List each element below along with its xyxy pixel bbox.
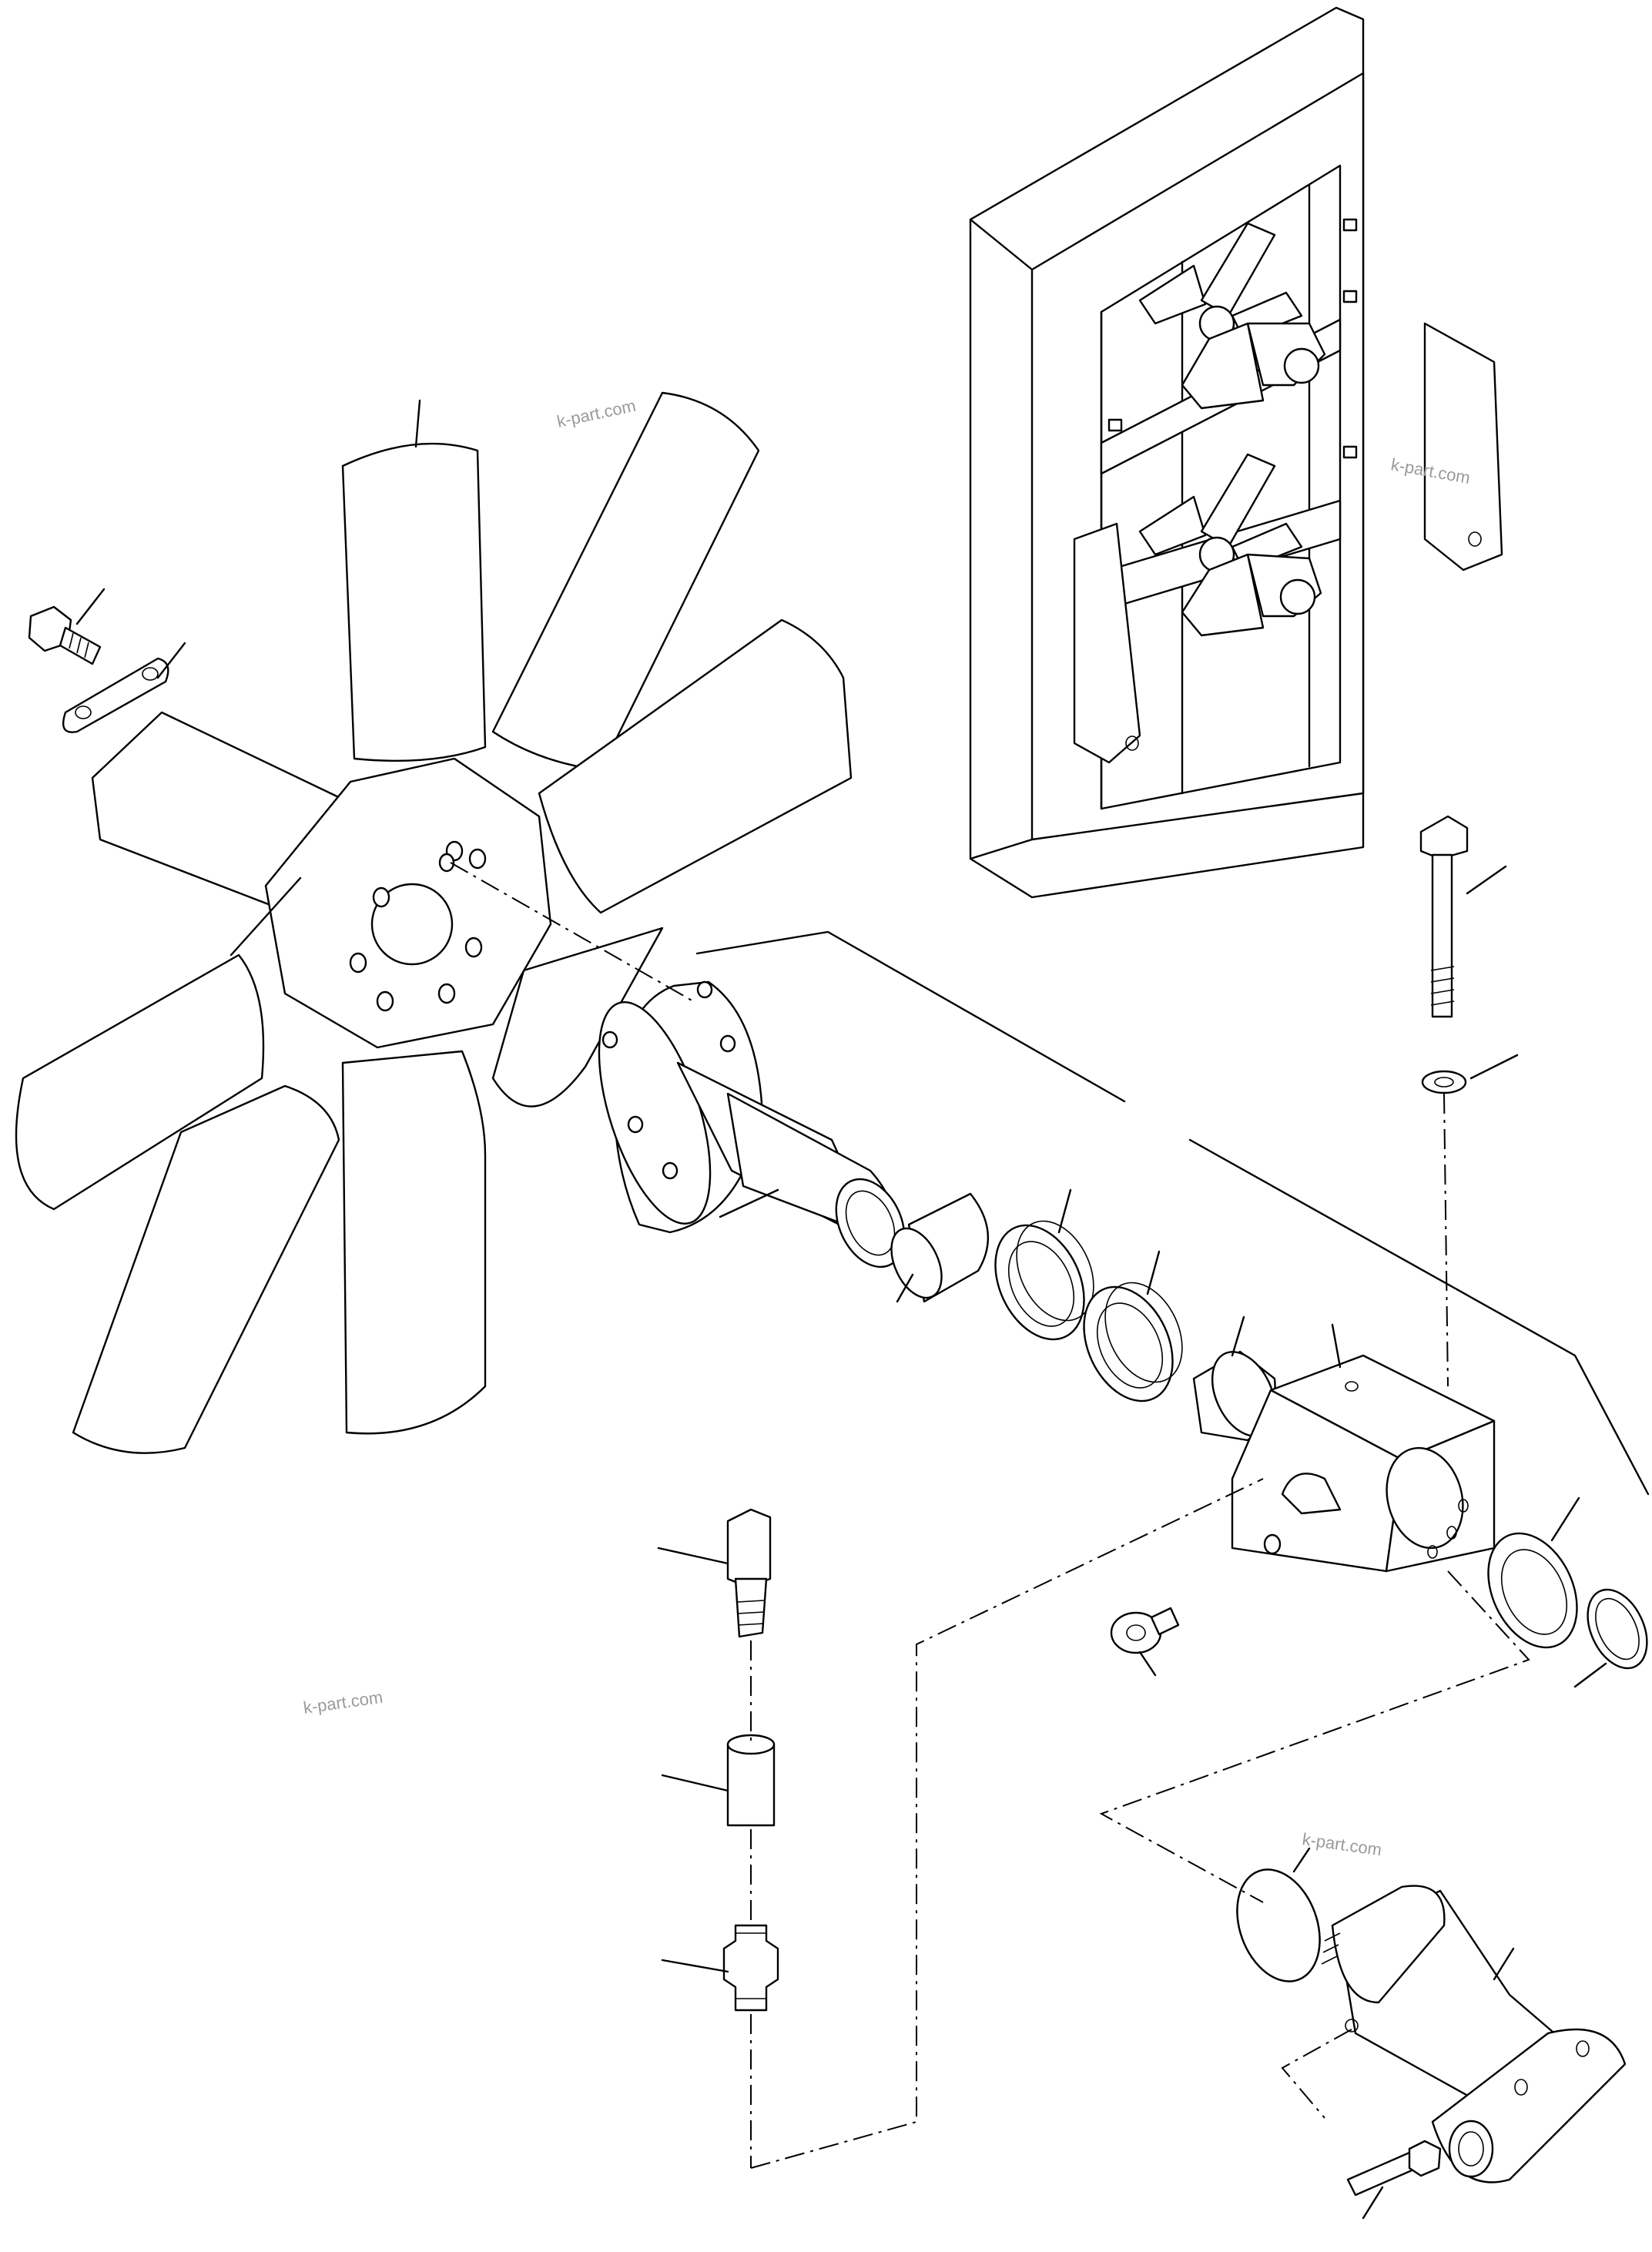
leader-line [1231,1315,1245,1357]
leader-line [719,1188,779,1218]
leader-line [75,588,106,625]
leader-line [1493,1947,1515,1981]
motor-bolt [1346,2140,1442,2197]
fan-bolt-hole [438,853,455,873]
radiator-frame-assembly [969,6,1503,899]
leader-line [414,399,421,448]
leader-line [1362,2186,1384,2220]
leader-line [1550,1496,1580,1542]
fan-bolt-hole [468,848,487,870]
leader-line [230,876,302,957]
o-ring [1236,1868,1321,1982]
leader-line [1057,1188,1072,1234]
plug [1110,1607,1180,1654]
fan-blade [341,1050,487,1435]
watermark: k-part.com [1301,1829,1382,1859]
leader-line [1573,1662,1607,1688]
fan-bolt-hole [372,886,390,908]
leader-line [657,1547,729,1565]
leader-line [1466,865,1507,895]
adapter-fitting [726,1508,772,1638]
leader-line [1469,1054,1519,1080]
fan-blade [538,618,853,914]
snap-ring [1587,1588,1648,1670]
hub-shaft [598,980,906,1268]
fan-assembly [15,391,853,1454]
watermark: k-part.com [555,396,638,431]
leader-line [1146,1250,1161,1295]
assembly-outline [695,930,1650,1496]
fan-bolt-hole [464,937,483,958]
long-bolt [1419,815,1469,1018]
fan-blade [491,927,664,1108]
washer [1421,1070,1467,1094]
fan-center-bore [370,883,454,966]
bearing [1083,1282,1183,1402]
bearing [994,1220,1094,1341]
leader-line [1292,1847,1311,1873]
leader-line [896,1273,914,1303]
leader-line [1331,1323,1342,1369]
leader-line [1138,1650,1157,1677]
fan-blade [491,391,760,772]
fan-bolt-hole [437,983,456,1004]
tube-sleeve [726,1734,776,1827]
watermark: k-part.com [302,1687,384,1717]
leader-line [661,1959,729,1973]
sleeve [890,1192,990,1303]
union-fitting [722,1924,779,2012]
bearing [1487,1532,1578,1649]
fan-blade [72,1084,340,1454]
fan-bolt [28,605,102,665]
leader-line [156,642,186,679]
bearing-housing [1231,1354,1496,1573]
fan-blade [15,953,265,1211]
fan-bolt-hole [349,952,367,974]
fan-blade [341,442,487,762]
alignment-lines [450,862,1530,2169]
leader-line [661,1774,729,1792]
fan-bolt-hole [376,990,394,1012]
lock-plate [62,657,169,733]
